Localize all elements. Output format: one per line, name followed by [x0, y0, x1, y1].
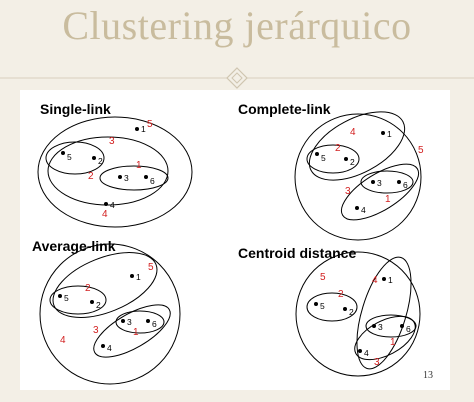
average-link-ellipse-3-6-4 — [93, 304, 171, 358]
centroid-distance-title: Centroid distance — [238, 245, 356, 261]
average-link-point-label-1: 1 — [136, 272, 141, 282]
single-link-point-2 — [92, 156, 96, 160]
complete-link-point-4 — [355, 206, 359, 210]
average-link-point-6 — [146, 319, 150, 323]
complete-link-point-6 — [397, 180, 401, 184]
single-link-point-label-3: 3 — [124, 173, 129, 183]
average-link-order-label-3: 3 — [93, 325, 99, 336]
single-link-order-label-2: 2 — [88, 171, 94, 182]
centroid-distance-outer-circle — [295, 251, 421, 377]
complete-link-ellipse-3-6 — [360, 170, 414, 194]
centroid-distance-point-4 — [358, 349, 362, 353]
single-link-point-label-4: 4 — [110, 200, 115, 210]
complete-link-point-label-5: 5 — [321, 153, 326, 163]
average-link-outer-circle — [39, 243, 181, 385]
complete-link-point-label-6: 6 — [403, 180, 408, 190]
complete-link-point-label-2: 2 — [350, 157, 355, 167]
average-link-order-label-1: 1 — [133, 327, 139, 338]
complete-link-point-3 — [371, 180, 375, 184]
complete-link-order-label-4: 4 — [350, 127, 356, 138]
single-link-point-label-1: 1 — [141, 124, 146, 134]
centroid-distance-point-label-1: 1 — [388, 275, 393, 285]
average-link-point-4 — [101, 344, 105, 348]
complete-link-point-label-3: 3 — [377, 178, 382, 188]
average-link-order-label-2: 2 — [85, 283, 91, 294]
average-link-diagram: Average-link 1 5 2 3 6 4 5 2 1 3 4 — [32, 238, 181, 385]
single-link-point-label-6: 6 — [150, 176, 155, 186]
single-link-order-label-1: 1 — [136, 160, 142, 171]
complete-link-order-label-2: 2 — [335, 143, 341, 154]
centroid-distance-diagram: Centroid distance 1 5 2 3 6 4 5 4 2 1 3 — [238, 245, 421, 377]
average-link-point-3 — [121, 319, 125, 323]
average-link-point-2 — [90, 300, 94, 304]
complete-link-order-label-1: 1 — [385, 194, 391, 205]
centroid-distance-point-label-3: 3 — [378, 322, 383, 332]
centroid-distance-ellipse-3-6-4 — [354, 315, 416, 361]
centroid-distance-ellipse-1-3-6-4 — [356, 256, 412, 370]
average-link-order-label-4: 4 — [60, 335, 66, 346]
complete-link-order-label-3: 3 — [345, 186, 351, 197]
centroid-distance-point-label-5: 5 — [320, 301, 325, 311]
complete-link-point-1 — [381, 131, 385, 135]
complete-link-ellipse-5-2 — [306, 144, 360, 174]
centroid-distance-order-label-2: 2 — [338, 289, 344, 300]
single-link-cluster-ellipse — [47, 136, 169, 206]
average-link-point-label-6: 6 — [152, 319, 157, 329]
complete-link-ellipse-3-6-4 — [340, 163, 420, 221]
complete-link-point-5 — [315, 152, 319, 156]
single-link-point-1 — [135, 127, 139, 131]
complete-link-order-label-5: 5 — [418, 145, 424, 156]
complete-link-point-label-4: 4 — [361, 205, 366, 215]
title-divider — [0, 67, 474, 89]
centroid-distance-order-label-5: 5 — [320, 272, 326, 283]
average-link-title: Average-link — [32, 238, 116, 254]
centroid-distance-point-5 — [314, 302, 318, 306]
centroid-distance-point-6 — [400, 324, 404, 328]
single-link-point-label-5: 5 — [67, 152, 72, 162]
single-link-diagram: Single-link 1 5 2 3 6 4 5 3 1 2 4 — [37, 101, 193, 228]
diagram-panel: Single-link 1 5 2 3 6 4 5 3 1 2 4 Comple… — [20, 90, 450, 390]
centroid-distance-order-label-4: 4 — [372, 275, 378, 286]
average-link-point-5 — [58, 294, 62, 298]
single-link-title: Single-link — [40, 101, 111, 117]
centroid-distance-order-label-3: 3 — [374, 357, 380, 368]
centroid-distance-point-label-4: 4 — [364, 348, 369, 358]
average-link-point-label-3: 3 — [127, 317, 132, 327]
centroid-distance-order-label-1: 1 — [390, 337, 396, 348]
centroid-distance-point-1 — [382, 277, 386, 281]
single-link-point-label-2: 2 — [98, 156, 103, 166]
average-link-point-label-2: 2 — [96, 300, 101, 310]
complete-link-outer-circle — [294, 113, 422, 241]
complete-link-diagram: Complete-link 1 5 2 3 6 4 4 2 5 3 1 — [238, 101, 424, 241]
single-link-point-5 — [61, 151, 65, 155]
average-link-point-label-5: 5 — [64, 293, 69, 303]
average-link-ellipse-3-6 — [115, 310, 165, 334]
single-link-point-3 — [118, 175, 122, 179]
complete-link-title: Complete-link — [238, 101, 331, 117]
centroid-distance-point-label-6: 6 — [406, 324, 411, 334]
single-link-ellipse-3-6 — [99, 165, 169, 191]
single-link-order-label-3: 3 — [109, 136, 115, 147]
centroid-distance-point-2 — [343, 307, 347, 311]
single-link-order-label-5: 5 — [147, 119, 153, 130]
centroid-distance-point-3 — [372, 324, 376, 328]
complete-link-point-label-1: 1 — [387, 129, 392, 139]
average-link-ellipse-1-5-2 — [52, 252, 158, 318]
complete-link-point-2 — [344, 157, 348, 161]
centroid-distance-ellipse-5-2 — [306, 292, 358, 322]
average-link-point-label-4: 4 — [107, 343, 112, 353]
single-link-ellipse-5-2 — [45, 141, 105, 175]
average-link-ellipse-5-2 — [49, 285, 107, 315]
average-link-order-label-5: 5 — [148, 262, 154, 273]
single-link-point-6 — [144, 175, 148, 179]
single-link-point-4 — [104, 202, 108, 206]
complete-link-ellipse-1-5-2 — [308, 111, 406, 181]
centroid-distance-ellipse-3-6 — [365, 314, 417, 338]
page-number: 13 — [423, 370, 433, 381]
single-link-order-label-4: 4 — [102, 209, 108, 220]
average-link-point-1 — [130, 274, 134, 278]
single-link-outer-ellipse — [37, 116, 193, 228]
centroid-distance-point-label-2: 2 — [349, 307, 354, 317]
slide-title: Clustering jerárquico — [62, 3, 412, 48]
